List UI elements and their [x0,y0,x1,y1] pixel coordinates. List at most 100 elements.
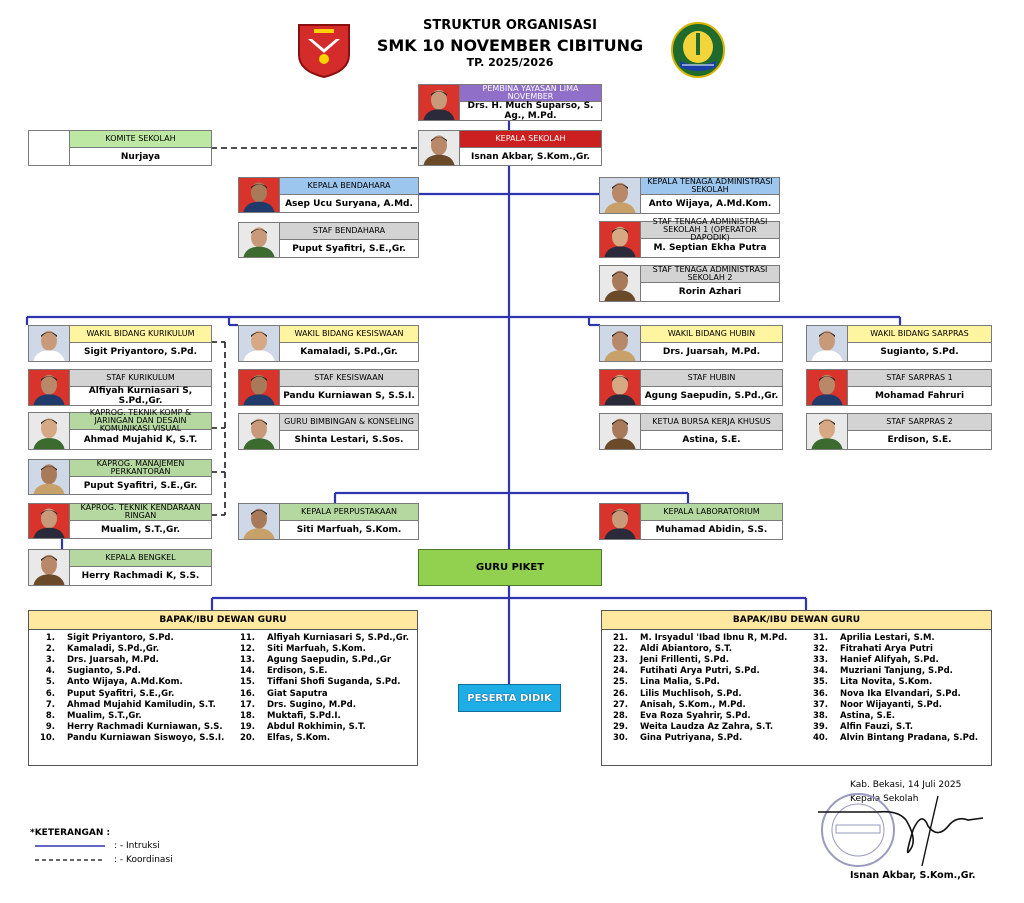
teacher-row: 16.Giat Saputra [229,689,328,699]
teacher-name: Ahmad Mujahid Kamiludin, S.T. [67,699,216,710]
teacher-row: 36.Nova Ika Elvandari, S.Pd. [802,689,961,699]
person-name: Sugianto, S.Pd. [847,343,991,361]
teacher-row: 33.Hanief Alifyah, S.Pd. [802,655,939,665]
dewan-guru-title-right: BAPAK/IBU DEWAN GURU [602,611,991,630]
teacher-row: 2.Kamaladi, S.Pd.,Gr. [29,644,159,654]
staff-photo [29,413,69,449]
teacher-name: Puput Syafitri, S.E.,Gr. [67,688,175,699]
legend-solid-label: : - Intruksi [114,841,160,851]
teacher-row: 12.Siti Marfuah, S.Kom. [229,644,366,654]
teacher-name: Anto Wijaya, A.Md.Kom. [67,677,183,688]
teacher-row: 26.Lilis Muchlisoh, S.Pd. [602,689,742,699]
person-name: Drs. Juarsah, M.Pd. [640,343,782,361]
teacher-name: Drs. Sugino, M.Pd. [267,699,356,710]
role-label: KAPROG. MANAJEMEN PERKANTORAN [69,460,211,477]
staff-photo [807,370,847,405]
staff-photo [239,326,279,361]
teacher-number: 18. [239,710,255,721]
role-label: STAF SARPRAS 1 [847,370,991,387]
person-name: Herry Rachmadi K, S.S. [69,567,211,585]
staff-photo [29,460,69,494]
teacher-row: 13. Agung Saepudin, S.Pd.,Gr [229,655,391,665]
teacher-row: 19.Abdul Rokhimin, S.T. [229,722,366,732]
person-name: Drs. H. Much Suparso, S. Ag., M.Pd. [459,101,601,121]
teacher-number: 27. [612,699,628,710]
person-name: M. Septian Ekha Putra [640,239,779,257]
teacher-number: 1. [45,633,55,643]
teacher-number: 13. [239,655,255,666]
teacher-row: 38.Astina, S.E. [802,711,895,721]
staff-photo [807,414,847,449]
teacher-number: 36. [812,688,828,699]
person-name: Pandu Kurniawan S, S.S.I. [279,387,418,405]
teacher-number: 20. [239,732,255,743]
teacher-number: 26. [612,688,628,699]
chart-title-line3: TP. 2025/2026 [466,56,554,69]
person-name: Kamaladi, S.Pd.,Gr. [279,343,418,361]
teacher-name: Drs. Juarsah, M.Pd. [67,655,159,666]
staff-photo [29,370,69,405]
teacher-number: 30. [612,732,628,743]
teacher-name: Aprilia Lestari, S.M. [840,633,935,643]
person-name: Alfiyah Kurniasari S, S.Pd.,Gr. [69,386,211,406]
province-emblem-icon [670,21,726,79]
role-label: STAF BENDAHARA [279,223,418,240]
staff-photo [419,85,459,120]
chart-title-line1: STRUKTUR ORGANISASI [423,18,597,33]
teacher-number: 2. [45,644,55,655]
role-label: WAKIL BIDANG KURIKULUM [69,326,211,343]
teacher-name: Elfas, S.Kom. [267,732,331,743]
teacher-number: 9. [45,721,55,732]
teacher-row: 8.Mualim, S.T.,Gr. [29,711,142,721]
role-label: STAF HUBIN [640,370,782,387]
staff-photo [239,223,279,257]
teacher-row: 31. Aprilia Lestari, S.M. [802,633,935,643]
staff-photo [239,504,279,539]
teacher-name: Astina, S.E. [840,710,895,721]
teacher-row: 4.Sugianto, S.Pd. [29,666,141,676]
legend-title: *KETERANGAN : [30,828,111,838]
teacher-name: Muzriani Tanjung, S.Pd. [840,666,953,677]
teacher-row: 5.Anto Wijaya, A.Md.Kom. [29,677,183,687]
teacher-number: 31. [812,633,828,643]
teacher-name: Abdul Rokhimin, S.T. [267,721,366,732]
staff-photo [600,178,640,213]
role-label: WAKIL BIDANG KESISWAAN [279,326,418,343]
kaprog-tkj-box: KAPROG. TEKNIK KOMP & JARINGAN DAN DESAI… [28,409,212,450]
teacher-name: Agung Saepudin, S.Pd.,Gr [267,655,392,666]
teacher-number: 35. [812,677,828,688]
person-name: Ahmad Mujahid K, S.T. [69,430,211,449]
teacher-name: Tiffani Shofi Suganda, S.Pd. [267,677,401,688]
role-label: KEPALA SEKOLAH [459,131,601,148]
school-logo-icon [294,21,354,79]
teacher-row: 21.M. Irsyadul 'Ibad Ibnu R, M.Pd. [602,633,787,643]
person-name: Rorin Azhari [640,283,779,301]
teacher-row: 1.Sigit Priyantoro, S.Pd. [29,633,174,643]
teacher-number: 32. [812,644,828,655]
role-label: KEPALA LABORATORIUM [640,504,782,521]
teacher-name: Lita Novita, S.Kom. [840,677,933,688]
teacher-number: 10. [39,732,55,743]
person-name: Mualim, S.T.,Gr. [69,521,211,538]
teacher-row: 27.Anisah, S.Kom., M.Pd. [602,700,746,710]
staff-photo [600,370,640,405]
teacher-row: 24.Futihati Arya Putri, S.Pd. [602,666,760,676]
role-label: KAPROG. TEKNIK KOMP & JARINGAN DAN DESAI… [69,409,211,433]
teacher-row: 6.Puput Syafitri, S.E.,Gr. [29,689,174,699]
person-name: Erdison, S.E. [847,431,991,449]
teacher-name: Sugianto, S.Pd. [67,666,141,677]
staff-photo [419,131,459,165]
teacher-number: 3. [45,655,55,666]
role-label: WAKIL BIDANG SARPRAS [847,326,991,343]
